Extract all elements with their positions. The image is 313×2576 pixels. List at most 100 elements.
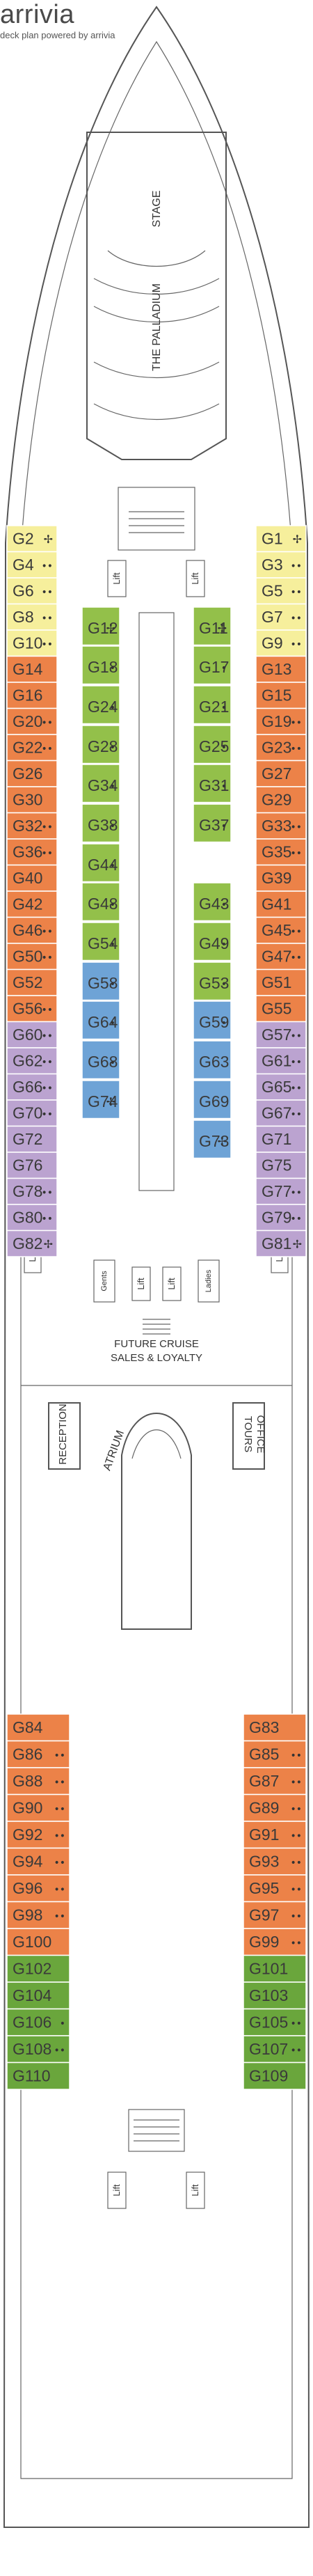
cabin-g58[interactable]: G58• bbox=[81, 961, 120, 1001]
cabin-g75[interactable]: G75 bbox=[255, 1152, 307, 1179]
cabin-g70[interactable]: G70•• bbox=[6, 1099, 58, 1127]
cabin-g29[interactable]: G29 bbox=[255, 786, 307, 814]
cabin-g74[interactable]: G74✢ bbox=[81, 1080, 120, 1120]
cabin-g77[interactable]: G77•• bbox=[255, 1177, 307, 1205]
cabin-g4[interactable]: G4•• bbox=[6, 551, 58, 579]
cabin-g14[interactable]: G14 bbox=[6, 655, 58, 683]
cabin-g69[interactable]: G69 bbox=[193, 1080, 232, 1120]
cabin-g65[interactable]: G65•• bbox=[255, 1073, 307, 1101]
cabin-g30[interactable]: G30 bbox=[6, 786, 58, 814]
cabin-g98[interactable]: G98•• bbox=[6, 1901, 70, 1929]
cabin-g79[interactable]: G79•• bbox=[255, 1204, 307, 1232]
cabin-g41[interactable]: G41 bbox=[255, 890, 307, 918]
cabin-g27[interactable]: G27 bbox=[255, 760, 307, 787]
cabin-g83[interactable]: G83 bbox=[243, 1713, 307, 1742]
cabin-g45[interactable]: G45•• bbox=[255, 916, 307, 944]
cabin-g1[interactable]: G1✢ bbox=[255, 525, 307, 553]
cabin-g54[interactable]: G54• bbox=[81, 922, 120, 961]
cabin-g23[interactable]: G23•• bbox=[255, 734, 307, 762]
cabin-g8[interactable]: G8•• bbox=[6, 603, 58, 631]
cabin-g44[interactable]: G44• bbox=[81, 843, 120, 883]
cabin-g49[interactable]: G49• bbox=[193, 922, 232, 961]
cabin-g89[interactable]: G89•• bbox=[243, 1793, 307, 1822]
cabin-g46[interactable]: G46•• bbox=[6, 916, 58, 944]
cabin-g80[interactable]: G80•• bbox=[6, 1204, 58, 1232]
cabin-g66[interactable]: G66•• bbox=[6, 1073, 58, 1101]
cabin-g21[interactable]: G21• bbox=[193, 685, 232, 725]
cabin-g67[interactable]: G67•• bbox=[255, 1099, 307, 1127]
cabin-g31[interactable]: G31• bbox=[193, 764, 232, 803]
cabin-g25[interactable]: G25• bbox=[193, 725, 232, 764]
cabin-g57[interactable]: G57•• bbox=[255, 1021, 307, 1049]
cabin-g3[interactable]: G3•• bbox=[255, 551, 307, 579]
cabin-g82[interactable]: G82✢ bbox=[6, 1230, 58, 1257]
cabin-g60[interactable]: G60•• bbox=[6, 1021, 58, 1049]
cabin-g100[interactable]: G100 bbox=[6, 1928, 70, 1956]
cabin-g2[interactable]: G2✢ bbox=[6, 525, 58, 553]
cabin-g47[interactable]: G47•• bbox=[255, 943, 307, 971]
cabin-g68[interactable]: G68• bbox=[81, 1040, 120, 1080]
cabin-g37[interactable]: G37• bbox=[193, 803, 232, 843]
cabin-g99[interactable]: G99•• bbox=[243, 1928, 307, 1956]
cabin-g5[interactable]: G5•• bbox=[255, 577, 307, 605]
cabin-g39[interactable]: G39 bbox=[255, 864, 307, 892]
cabin-g19[interactable]: G19•• bbox=[255, 707, 307, 735]
cabin-g33[interactable]: G33•• bbox=[255, 812, 307, 840]
cabin-g26[interactable]: G26 bbox=[6, 760, 58, 787]
cabin-g51[interactable]: G51 bbox=[255, 968, 307, 996]
cabin-g35[interactable]: G35•• bbox=[255, 838, 307, 866]
cabin-g17[interactable]: G17• bbox=[193, 645, 232, 685]
cabin-g13[interactable]: G13 bbox=[255, 655, 307, 683]
cabin-g95[interactable]: G95•• bbox=[243, 1874, 307, 1903]
cabin-g24[interactable]: G24• bbox=[81, 685, 120, 725]
cabin-g64[interactable]: G64• bbox=[81, 1000, 120, 1040]
cabin-g84[interactable]: G84 bbox=[6, 1713, 70, 1742]
cabin-g59[interactable]: G59• bbox=[193, 1000, 232, 1040]
cabin-g104[interactable]: G104 bbox=[6, 1981, 70, 2010]
cabin-g12[interactable]: G12✢ bbox=[81, 606, 120, 646]
cabin-g73[interactable]: G73✢ bbox=[193, 1120, 232, 1159]
cabin-g86[interactable]: G86•• bbox=[6, 1740, 70, 1768]
cabin-g91[interactable]: G91•• bbox=[243, 1821, 307, 1849]
cabin-g103[interactable]: G103 bbox=[243, 1981, 307, 2010]
cabin-g28[interactable]: G28• bbox=[81, 725, 120, 764]
cabin-g92[interactable]: G92•• bbox=[6, 1821, 70, 1849]
cabin-g7[interactable]: G7•• bbox=[255, 603, 307, 631]
cabin-g56[interactable]: G56•• bbox=[6, 995, 58, 1023]
cabin-g9[interactable]: G9•• bbox=[255, 629, 307, 657]
cabin-g16[interactable]: G16 bbox=[6, 682, 58, 709]
cabin-g36[interactable]: G36•• bbox=[6, 838, 58, 866]
cabin-g52[interactable]: G52 bbox=[6, 968, 58, 996]
cabin-g96[interactable]: G96•• bbox=[6, 1874, 70, 1903]
cabin-g63[interactable]: G63 bbox=[193, 1040, 232, 1080]
cabin-g97[interactable]: G97•• bbox=[243, 1901, 307, 1929]
cabin-g38[interactable]: G38• bbox=[81, 803, 120, 843]
cabin-g40[interactable]: G40 bbox=[6, 864, 58, 892]
cabin-g108[interactable]: G108•• bbox=[6, 2035, 70, 2064]
cabin-g20[interactable]: G20•• bbox=[6, 707, 58, 735]
cabin-g43[interactable]: G43• bbox=[193, 882, 232, 922]
cabin-g87[interactable]: G87•• bbox=[243, 1767, 307, 1796]
cabin-g93[interactable]: G93•• bbox=[243, 1847, 307, 1876]
cabin-g85[interactable]: G85•• bbox=[243, 1740, 307, 1768]
cabin-g71[interactable]: G71 bbox=[255, 1125, 307, 1153]
cabin-g18[interactable]: G18• bbox=[81, 645, 120, 685]
cabin-g101[interactable]: G101 bbox=[243, 1954, 307, 1983]
cabin-g34[interactable]: G34• bbox=[81, 764, 120, 803]
cabin-g55[interactable]: G55 bbox=[255, 995, 307, 1023]
cabin-g78[interactable]: G78•• bbox=[6, 1177, 58, 1205]
cabin-g50[interactable]: G50•• bbox=[6, 943, 58, 971]
cabin-g15[interactable]: G15 bbox=[255, 682, 307, 709]
cabin-g81[interactable]: G81✢ bbox=[255, 1230, 307, 1257]
cabin-g107[interactable]: G107•• bbox=[243, 2035, 307, 2064]
cabin-g62[interactable]: G62•• bbox=[6, 1047, 58, 1075]
cabin-g11[interactable]: G11✢ bbox=[193, 606, 232, 646]
cabin-g105[interactable]: G105•• bbox=[243, 2008, 307, 2036]
cabin-g42[interactable]: G42 bbox=[6, 890, 58, 918]
cabin-g48[interactable]: G48• bbox=[81, 882, 120, 922]
cabin-g102[interactable]: G102 bbox=[6, 1954, 70, 1983]
cabin-g88[interactable]: G88•• bbox=[6, 1767, 70, 1796]
cabin-g53[interactable]: G53• bbox=[193, 961, 232, 1001]
cabin-g10[interactable]: G10•• bbox=[6, 629, 58, 657]
cabin-g32[interactable]: G32•• bbox=[6, 812, 58, 840]
